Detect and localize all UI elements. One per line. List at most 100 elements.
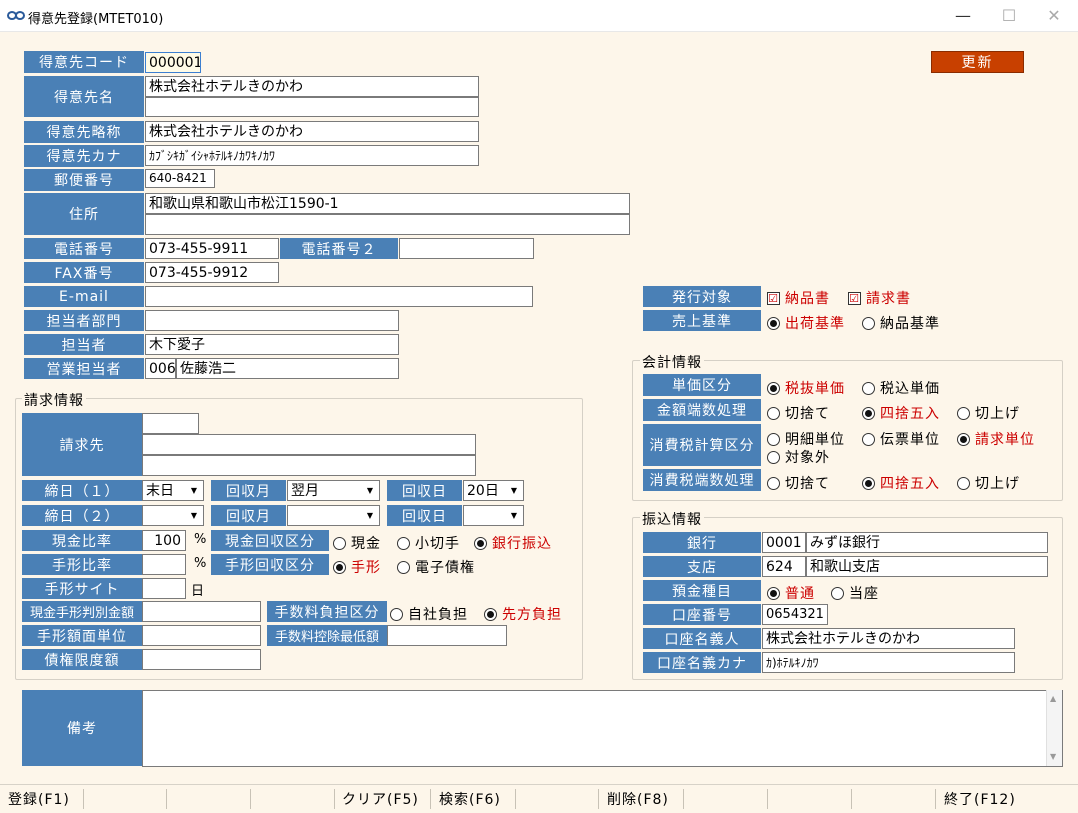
- bank-name-input[interactable]: みずほ銀行: [806, 532, 1048, 553]
- bill-radio[interactable]: 手形: [333, 557, 381, 577]
- collect-day1-select[interactable]: 20日▼: [463, 480, 524, 501]
- sales-basis-label: 売上基準: [643, 310, 761, 331]
- invoice-checkbox[interactable]: ☑請求書: [848, 291, 911, 307]
- checkbox-checked-icon: ☑: [767, 291, 780, 305]
- tax-per-slip-radio[interactable]: 伝票単位: [862, 429, 940, 449]
- fee-self-radio[interactable]: 自社負担: [390, 604, 468, 624]
- issue-target-label: 発行対象: [643, 286, 761, 307]
- amount-rounding-label: 金額端数処理: [643, 399, 761, 421]
- clear-f5-button[interactable]: クリア(F5): [342, 792, 419, 808]
- deposit-ordinary-radio[interactable]: 普通: [767, 583, 815, 603]
- account-no-label: 口座番号: [643, 604, 761, 625]
- closing-day1-label: 締日（１）: [22, 480, 142, 501]
- collect-day2-select[interactable]: ▼: [463, 505, 524, 526]
- address-input-2[interactable]: [145, 214, 630, 235]
- zip-input[interactable]: 640-8421: [145, 169, 215, 188]
- bank-code-input[interactable]: 0001: [762, 532, 806, 553]
- address-input-1[interactable]: 和歌山県和歌山市松江1590-1: [145, 193, 630, 214]
- customer-short-name-input[interactable]: 株式会社ホテルきのかわ: [145, 121, 479, 142]
- scroll-up-icon[interactable]: ▲: [1050, 694, 1057, 703]
- remarks-textarea[interactable]: [142, 690, 1063, 767]
- e-bill-radio[interactable]: 電子債権: [397, 557, 475, 577]
- remarks-scrollbar[interactable]: ▲ ▼: [1046, 690, 1062, 766]
- tax-round-up-radio[interactable]: 切上げ: [957, 473, 1020, 493]
- fax-input[interactable]: 073-455-9912: [145, 262, 279, 283]
- collect-month2-select[interactable]: ▼: [287, 505, 380, 526]
- tax-per-line-radio[interactable]: 明細単位: [767, 429, 845, 449]
- search-f6-button[interactable]: 検索(F6): [439, 792, 501, 808]
- register-f1-button[interactable]: 登録(F1): [8, 792, 70, 808]
- chevron-down-icon: ▼: [190, 485, 198, 495]
- customer-name-input-1[interactable]: 株式会社ホテルきのかわ: [145, 76, 479, 97]
- contact-dept-input[interactable]: [145, 310, 399, 331]
- bill-site-input[interactable]: [142, 578, 186, 599]
- tax-excluded-radio[interactable]: 税抜単価: [767, 378, 845, 398]
- delivery-note-checkbox[interactable]: ☑納品書: [767, 291, 830, 307]
- zip-label: 郵便番号: [24, 169, 144, 191]
- tax-per-invoice-radio[interactable]: 請求単位: [957, 429, 1035, 449]
- tel2-input[interactable]: [399, 238, 534, 259]
- sales-rep-code-input[interactable]: 006: [145, 358, 176, 379]
- cash-ratio-unit: %: [194, 532, 207, 547]
- bill-face-unit-input[interactable]: [142, 625, 261, 646]
- tax-rounding-label: 消費税端数処理: [643, 469, 761, 491]
- bill-to-name-input-2[interactable]: [142, 455, 476, 476]
- delete-f8-button[interactable]: 削除(F8): [607, 792, 669, 808]
- closing-day1-select[interactable]: 末日▼: [142, 480, 204, 501]
- cash-ratio-input[interactable]: 100: [142, 530, 186, 551]
- check-radio[interactable]: 小切手: [397, 533, 460, 553]
- tax-round-half-radio[interactable]: 四捨五入: [862, 473, 940, 493]
- maximize-icon[interactable]: ☐: [1001, 6, 1017, 25]
- email-input[interactable]: [145, 286, 533, 307]
- unit-price-label: 単価区分: [643, 374, 761, 396]
- update-button[interactable]: 更新: [931, 51, 1024, 73]
- function-key-bar: 登録(F1) クリア(F5) 検索(F6) 削除(F8) 終了(F12): [0, 784, 1078, 813]
- tax-exempt-radio[interactable]: 対象外: [767, 447, 830, 467]
- branch-name-input[interactable]: 和歌山支店: [806, 556, 1048, 577]
- customer-code-input[interactable]: 000001: [145, 52, 201, 73]
- chevron-down-icon: ▼: [510, 485, 518, 495]
- account-no-input[interactable]: 0654321: [762, 604, 828, 625]
- credit-limit-input[interactable]: [142, 649, 261, 670]
- account-holder-input[interactable]: 株式会社ホテルきのかわ: [762, 628, 1015, 649]
- exit-f12-button[interactable]: 終了(F12): [944, 792, 1016, 808]
- collect-month1-select[interactable]: 翌月▼: [287, 480, 380, 501]
- contact-person-input[interactable]: 木下愛子: [145, 334, 399, 355]
- window-titlebar: 得意先登録(MTET010) — ☐ ✕: [0, 0, 1078, 32]
- tel-input[interactable]: 073-455-9911: [145, 238, 279, 259]
- bank-transfer-radio[interactable]: 銀行振込: [474, 533, 552, 553]
- customer-name-input-2[interactable]: [145, 97, 479, 117]
- account-holder-kana-input[interactable]: ｶ)ﾎﾃﾙｷﾉｶﾜ: [762, 652, 1015, 673]
- bill-site-label: 手形サイト: [22, 578, 142, 599]
- minimize-icon[interactable]: —: [955, 6, 971, 25]
- customer-code-label: 得意先コード: [24, 51, 144, 73]
- fee-min-label: 手数料控除最低額: [267, 625, 387, 646]
- fee-other-radio[interactable]: 先方負担: [484, 604, 562, 624]
- address-label: 住所: [24, 193, 144, 235]
- chevron-down-icon: ▼: [190, 510, 198, 520]
- deposit-current-radio[interactable]: 当座: [831, 583, 879, 603]
- fee-min-input[interactable]: [387, 625, 507, 646]
- collect-day2-label: 回収日: [387, 505, 462, 526]
- sales-rep-name-input[interactable]: 佐藤浩二: [176, 358, 399, 379]
- bill-to-code-input[interactable]: [142, 413, 199, 434]
- cash-bill-threshold-input[interactable]: [142, 601, 261, 622]
- amount-round-down-radio[interactable]: 切捨て: [767, 403, 830, 423]
- close-icon[interactable]: ✕: [1047, 6, 1061, 25]
- branch-code-input[interactable]: 624: [762, 556, 806, 577]
- collect-day1-label: 回収日: [387, 480, 462, 501]
- bill-ratio-input[interactable]: [142, 554, 186, 575]
- basis-shipping-radio[interactable]: 出荷基準: [767, 313, 845, 333]
- tax-included-radio[interactable]: 税込単価: [862, 378, 940, 398]
- amount-round-half-radio[interactable]: 四捨五入: [862, 403, 940, 423]
- closing-day2-select[interactable]: ▼: [142, 505, 204, 526]
- contact-person-label: 担当者: [24, 334, 144, 355]
- cash-radio[interactable]: 現金: [333, 533, 381, 553]
- customer-kana-input[interactable]: ｶﾌﾞｼｷｶﾞｲｼｬﾎﾃﾙｷﾉｶﾜｷﾉｶﾜ: [145, 145, 479, 166]
- deposit-type-label: 預金種目: [643, 580, 761, 601]
- scroll-down-icon[interactable]: ▼: [1050, 752, 1057, 761]
- amount-round-up-radio[interactable]: 切上げ: [957, 403, 1020, 423]
- tax-round-down-radio[interactable]: 切捨て: [767, 473, 830, 493]
- bill-to-name-input-1[interactable]: [142, 434, 476, 455]
- basis-delivery-radio[interactable]: 納品基準: [862, 313, 940, 333]
